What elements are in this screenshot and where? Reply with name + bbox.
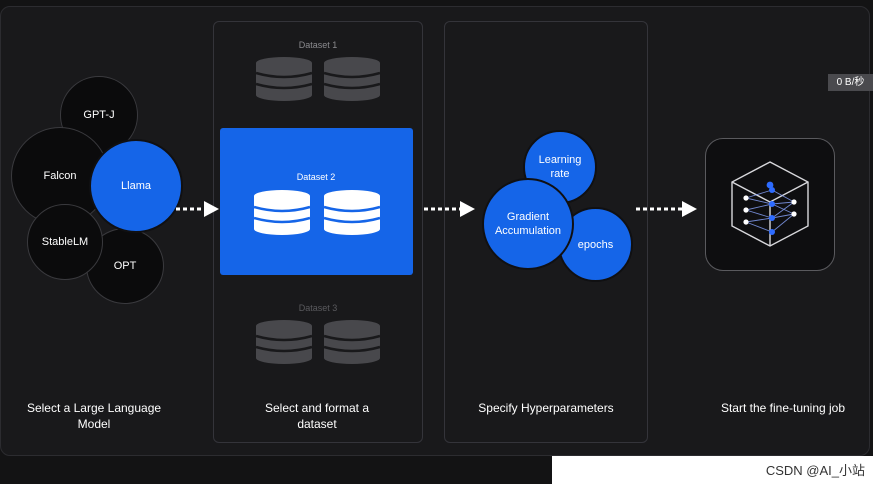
step-specify-hyperparameters: Specify Hyperparameters <box>478 401 614 415</box>
step-select-model: Select a Large Language Model <box>26 401 162 431</box>
hyperparameter-panel <box>444 21 648 443</box>
hyperparam-learning-rate-label: Learning rate <box>538 154 582 180</box>
model-stablelm-label: StableLM <box>41 236 89 248</box>
dataset-panel <box>213 21 423 443</box>
step-start-job: Start the fine-tuning job <box>720 401 846 415</box>
arrow-right-icon <box>636 201 697 217</box>
model-llama: Llama <box>89 139 183 233</box>
dataset-2-selected[interactable] <box>220 128 413 275</box>
arrow-right-icon <box>424 201 475 217</box>
arrow-right-icon <box>176 201 219 217</box>
dataset-3-label: Dataset 3 <box>298 303 338 313</box>
database-icon <box>255 320 381 364</box>
hyperparam-gradient-accumulation: Gradient Accumulation <box>482 178 574 270</box>
model-opt-label: OPT <box>113 260 137 272</box>
model-stablelm: StableLM <box>27 204 103 280</box>
model-llama-label: Llama <box>121 180 151 192</box>
dataset-1-label: Dataset 1 <box>298 40 338 50</box>
database-icon <box>253 190 381 235</box>
model-falcon-label: Falcon <box>43 170 77 182</box>
dataset-2-label: Dataset 2 <box>296 172 336 182</box>
neural-cube-icon <box>731 161 809 247</box>
hyperparam-gradient-label: Gradient Accumulation <box>494 211 562 237</box>
watermark-text: CSDN @AI_小站 <box>765 463 865 478</box>
step-select-dataset: Select and format a dataset <box>264 401 370 431</box>
database-icon <box>255 57 381 101</box>
model-gptj-label: GPT-J <box>83 109 115 121</box>
network-speed-badge: 0 B/秒 <box>828 74 873 91</box>
watermark-strip: CSDN @AI_小站 <box>552 456 873 484</box>
hyperparam-epochs-label: epochs <box>577 238 614 251</box>
